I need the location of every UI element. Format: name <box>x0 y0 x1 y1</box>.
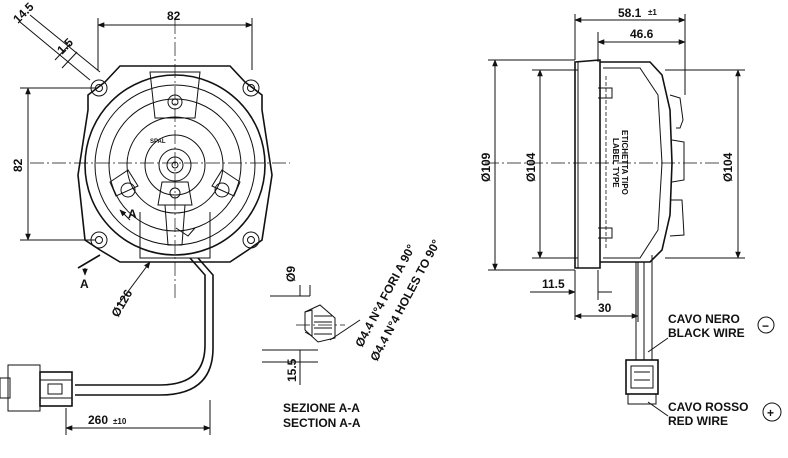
side-view: ETICHETTA TIPO LABEL TYPE 58.1 ±1 46.6 Ø… <box>479 6 745 417</box>
minus-icon <box>757 316 775 334</box>
wire-labels: CAVO NERO BLACK WIRE − CAVO ROSSO RED WI… <box>668 312 782 428</box>
dim-cable-length: 260 <box>88 413 108 427</box>
dim-top-82: 82 <box>167 9 181 23</box>
section-title-english: SECTION A-A <box>283 416 361 430</box>
dim-flange-11-5: 11.5 <box>542 277 565 291</box>
dim-body-46-6: 46.6 <box>630 27 654 41</box>
dim-left-82: 82 <box>11 158 25 172</box>
black-wire-italian: CAVO NERO <box>668 312 740 326</box>
dim-cable-30: 30 <box>598 301 612 315</box>
section-mark-a-lower: A <box>80 277 89 291</box>
front-view: SPAL 82 82 14.5 1.5 A A Ø126 <box>10 0 290 320</box>
label-type-english: LABEL TYPE <box>611 138 620 188</box>
dim-hole-9: Ø9 <box>284 266 298 282</box>
brand-mark: SPAL <box>150 139 166 145</box>
dim-right-104: Ø104 <box>721 152 735 182</box>
dim-slot-1-5: 1.5 <box>54 35 76 57</box>
cable-assembly: 260 ±10 <box>0 257 214 435</box>
dim-slot-14-5: 14.5 <box>10 0 37 26</box>
dim-depth-15-5: 15.5 <box>285 358 299 382</box>
red-wire-symbol: + <box>767 406 774 420</box>
red-wire-italian: CAVO ROSSO <box>668 400 748 414</box>
dim-diameter-126: Ø126 <box>108 287 135 320</box>
dim-inner-104: Ø104 <box>524 152 538 182</box>
red-wire-english: RED WIRE <box>668 414 728 428</box>
label-type-italian: ETICHETTA TIPO <box>620 130 629 195</box>
section-detail: Ø9 15.5 Ø4.4 N°4 FORI A 90° Ø4.4 N°4 HOL… <box>262 237 443 430</box>
section-mark-a-upper: A <box>128 207 137 221</box>
section-title-italian: SEZIONE A-A <box>283 401 360 415</box>
dim-outer-109: Ø109 <box>479 152 493 182</box>
black-wire-english: BLACK WIRE <box>668 326 745 340</box>
dim-cable-tolerance: ±10 <box>113 417 127 426</box>
dim-total-tolerance: ±1 <box>648 8 657 17</box>
black-wire-symbol: − <box>762 319 769 333</box>
plus-icon <box>762 402 782 422</box>
dim-total-58-1: 58.1 <box>618 6 642 20</box>
